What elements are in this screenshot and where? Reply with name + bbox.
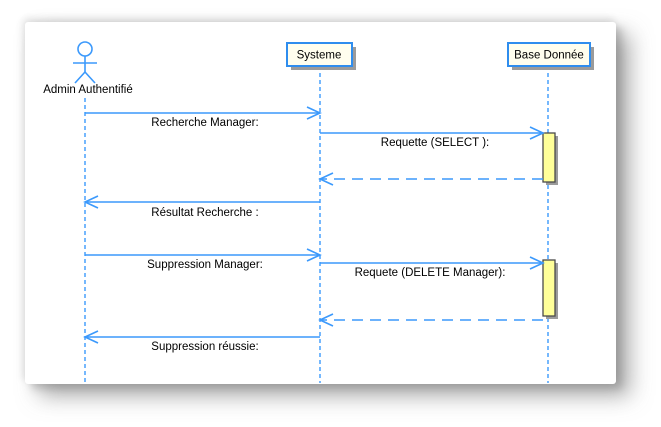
activation-bar-2 <box>542 259 556 317</box>
message-label-2: Requette (SELECT ): <box>381 137 489 149</box>
sequence-diagram: Admin Authentifié Systeme Base Donnée Re… <box>43 41 594 383</box>
message-label-4: Résultat Recherche : <box>151 207 258 219</box>
actor-leg-left <box>74 71 86 84</box>
actor-label: Admin Authentifié <box>43 84 133 96</box>
systeme-label: Systeme <box>297 50 342 62</box>
message-arrowhead-5 <box>306 248 322 262</box>
actor-head-icon <box>77 41 93 57</box>
message-arrowhead-3 <box>318 172 334 186</box>
diagram-page: Admin Authentifié Systeme Base Donnée Re… <box>25 22 616 384</box>
message-arrowhead-8 <box>83 330 99 344</box>
message-arrowhead-1 <box>306 106 322 120</box>
message-label-6: Requete (DELETE Manager): <box>355 267 506 279</box>
message-label-8: Suppression réussie: <box>151 341 258 353</box>
actor-leg-right <box>84 71 96 84</box>
message-arrowhead-6 <box>529 256 545 270</box>
base-donnee-label: Base Donnée <box>514 50 584 62</box>
actor-figure <box>73 41 97 84</box>
base-donnee-box <box>507 42 591 67</box>
message-label-5: Suppression Manager: <box>147 259 263 271</box>
message-arrowhead-2 <box>529 126 545 140</box>
message-arrowhead-7 <box>318 313 334 327</box>
message-arrowhead-4 <box>83 195 99 209</box>
message-label-1: Recherche Manager: <box>151 117 258 129</box>
activation-bar-1 <box>542 132 556 183</box>
systeme-box <box>286 42 353 67</box>
